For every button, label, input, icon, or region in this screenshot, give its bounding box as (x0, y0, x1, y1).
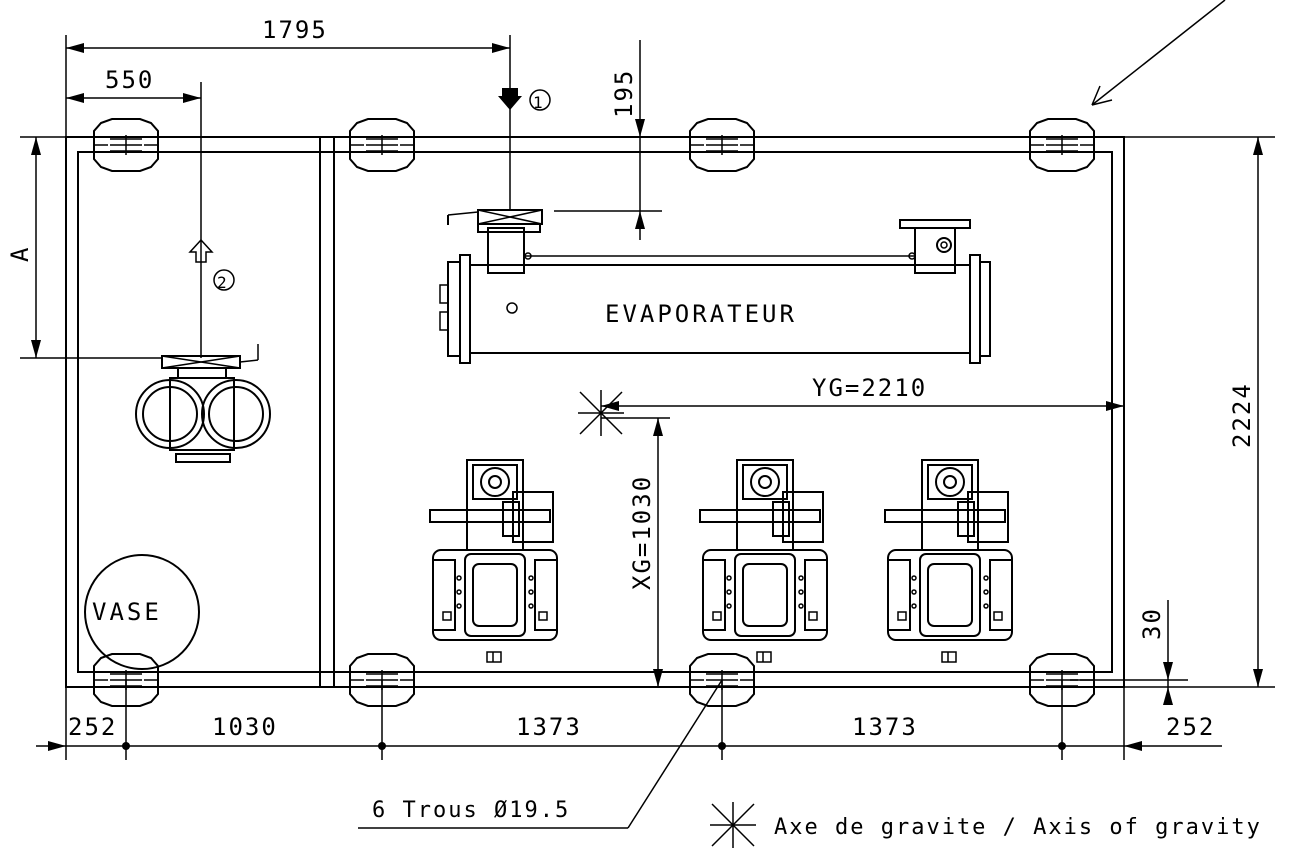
frame (65, 136, 1125, 688)
dimension-30: 30 (1070, 600, 1188, 705)
dimension-xg: XG=1030 (601, 417, 670, 687)
pump (135, 344, 271, 463)
gravity-legend: Axe de gravite / Axis of gravity (710, 802, 1262, 848)
dim-30-text: 30 (1138, 607, 1166, 640)
gravity-axis-marker (578, 390, 624, 436)
dimension-1795: 1795 (65, 16, 511, 210)
vase-label: VASE (92, 598, 162, 626)
dim-bottom-3: 1373 (852, 713, 918, 741)
inlet-arrow: 1 (498, 88, 551, 112)
dimension-a: A (6, 136, 162, 359)
compressors (429, 459, 1013, 663)
inlet-marker: 1 (533, 93, 545, 112)
outlet-marker: 2 (217, 273, 229, 292)
evaporator: EVAPORATEUR (439, 209, 991, 364)
holes-note: 6 Trous Ø19.5 (358, 679, 723, 829)
dimension-2224: 2224 (1124, 136, 1275, 688)
dimension-yg: YG=2210 (601, 374, 1124, 411)
xg-text: XG=1030 (628, 475, 656, 590)
yg-text: YG=2210 (812, 374, 927, 402)
outlet-arrow: 2 (188, 238, 235, 292)
dim-1795-text: 1795 (262, 16, 328, 44)
dim-bottom-4: 252 (1166, 713, 1215, 741)
bottom-dimensions: 252 1030 1373 1373 252 (36, 680, 1222, 760)
dim-bottom-1: 1030 (212, 713, 278, 741)
dim-2224-text: 2224 (1228, 382, 1256, 448)
dimension-195: 195 (610, 40, 645, 240)
dim-bottom-0: 252 (68, 713, 117, 741)
evaporator-label: EVAPORATEUR (605, 300, 797, 328)
dim-550-text: 550 (105, 66, 154, 94)
dim-a-text: A (6, 246, 34, 262)
holes-note-text: 6 Trous Ø19.5 (372, 798, 570, 823)
leader-arrow (1091, 0, 1226, 106)
expansion-vessel: VASE (84, 554, 200, 670)
dimension-550: 550 (66, 66, 202, 358)
dim-bottom-2: 1373 (516, 713, 582, 741)
dim-195-text: 195 (610, 69, 638, 118)
gravity-legend-text: Axe de gravite / Axis of gravity (774, 815, 1262, 840)
